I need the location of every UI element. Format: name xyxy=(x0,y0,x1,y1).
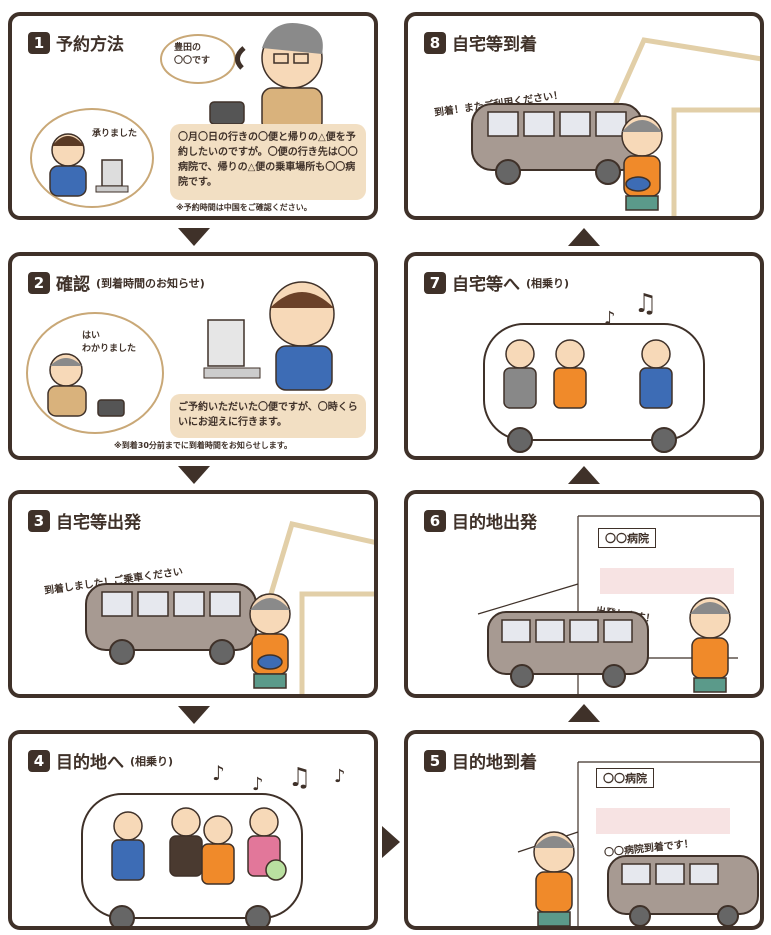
step-title-text: 目的地へ xyxy=(56,753,124,773)
music-note-icon: ♪ ♫ xyxy=(604,289,657,329)
hospital-window xyxy=(600,568,734,594)
speech-text-top: 豊田の 〇〇です xyxy=(174,43,211,66)
arrow-down-icon xyxy=(178,706,210,724)
hospital-window xyxy=(596,808,730,834)
step-title-text: 目的地出発 xyxy=(452,513,537,533)
speech-text-left: はい わかりました xyxy=(82,331,137,354)
arrow-up-icon xyxy=(568,466,600,484)
step-number: 4 xyxy=(28,749,50,772)
step-number: 2 xyxy=(28,271,50,294)
step-8-title: 8 自宅等到着 xyxy=(424,30,537,55)
minibus-icon xyxy=(471,103,643,185)
reservation-message: 〇月〇日の行きの〇便と帰りの△便を予約したいのですが。〇便の行き先は〇〇病院で、… xyxy=(170,124,366,200)
arrow-right-icon xyxy=(382,826,400,858)
step-number: 7 xyxy=(424,271,446,294)
step-1-panel: 1 予約方法 豊田の 〇〇です 承りました 〇月〇日の行きの〇便と帰りの△便を予… xyxy=(8,12,378,220)
elderly-woman-icon xyxy=(621,115,663,211)
step-6-title: 6 目的地出発 xyxy=(424,508,537,533)
step-title-text: 自宅等へ xyxy=(452,275,520,295)
arrow-up-icon xyxy=(568,704,600,722)
music-note-icon: ♪ ♪ ♫ ♪ xyxy=(212,761,346,795)
phone-icon xyxy=(209,101,245,125)
step-1-title: 1 予約方法 xyxy=(28,30,124,55)
step-4-title: 4 目的地へ (相乗り) xyxy=(28,748,173,773)
minibus-interior-icon xyxy=(81,793,303,926)
svg-text:♫: ♫ xyxy=(634,289,657,319)
step-subtitle: (相乗り) xyxy=(130,754,174,768)
house-icon xyxy=(259,521,374,694)
confirmation-message: ご予約いただいた〇便ですが、〇時くらいにお迎えに行きます。 xyxy=(170,394,366,438)
minibus-interior-icon xyxy=(483,323,705,453)
step-3-panel: 3 自宅等出発 到着しました！ご乗車ください xyxy=(8,490,378,698)
elderly-woman-icon xyxy=(249,593,291,689)
step-5-panel: 5 目的地到着 〇〇病院 〇〇病院到着です！ xyxy=(404,730,764,930)
step-number: 8 xyxy=(424,31,446,54)
svg-text:♪: ♪ xyxy=(334,766,346,787)
minibus-icon xyxy=(85,583,257,665)
elderly-woman-icon xyxy=(689,597,731,693)
step-number: 6 xyxy=(424,509,446,532)
step-5-title: 5 目的地到着 xyxy=(424,748,537,773)
step-2-title: 2 確認 (到着時間のお知らせ) xyxy=(28,270,205,295)
reservation-note: ※予約時間は中国をご確認ください。 xyxy=(176,203,312,212)
step-title-text: 自宅等到着 xyxy=(452,35,537,55)
step-subtitle: (相乗り) xyxy=(526,276,570,290)
step-title-text: 確認 xyxy=(56,275,90,295)
arrow-down-icon xyxy=(178,228,210,246)
step-4-panel: 4 目的地へ (相乗り) ♪ ♪ ♫ ♪ xyxy=(8,730,378,930)
operator-person-icon xyxy=(49,133,129,197)
elderly-woman-icon xyxy=(533,831,575,926)
step-8-panel: 8 自宅等到着 到着！またご利用ください！ xyxy=(404,12,764,220)
minibus-icon xyxy=(607,855,759,926)
confirmation-note: ※到着30分前までに到着時間をお知らせします。 xyxy=(114,441,292,450)
hospital-sign: 〇〇病院 xyxy=(596,768,654,788)
svg-text:♪: ♪ xyxy=(212,761,225,785)
step-3-title: 3 自宅等出発 xyxy=(28,508,141,533)
step-2-panel: 2 確認 (到着時間のお知らせ) はい わかりました ご予約いただいた〇便ですが… xyxy=(8,252,378,460)
step-title-text: 自宅等出発 xyxy=(56,513,141,533)
step-6-panel: 6 目的地出発 〇〇病院 出発します！ xyxy=(404,490,764,698)
svg-text:♪: ♪ xyxy=(252,774,264,795)
step-number: 1 xyxy=(28,31,50,54)
step-7-panel: 7 自宅等へ (相乗り) ♪ ♫ xyxy=(404,252,764,460)
step-number: 3 xyxy=(28,509,50,532)
speech-bubble-top xyxy=(160,34,236,84)
step-title-text: 予約方法 xyxy=(56,35,124,55)
operator-computer-icon xyxy=(203,281,335,391)
svg-text:♪: ♪ xyxy=(604,308,616,329)
arrow-up-icon xyxy=(568,228,600,246)
minibus-icon xyxy=(487,611,649,688)
step-number: 5 xyxy=(424,749,446,772)
elderly-man-phone-icon xyxy=(209,23,323,133)
svg-text:♫: ♫ xyxy=(288,763,311,793)
arrow-down-icon xyxy=(178,466,210,484)
elderly-man-phone-icon xyxy=(47,353,125,417)
speech-text-left: 承りました xyxy=(92,129,138,139)
speech-bubble-left xyxy=(26,312,164,434)
hospital-sign: 〇〇病院 xyxy=(598,528,656,548)
step-title-text: 目的地到着 xyxy=(452,753,537,773)
phone-icon xyxy=(97,399,125,417)
step-7-title: 7 自宅等へ (相乗り) xyxy=(424,270,569,295)
step-subtitle: (到着時間のお知らせ) xyxy=(96,276,205,290)
house-icon xyxy=(601,37,760,216)
